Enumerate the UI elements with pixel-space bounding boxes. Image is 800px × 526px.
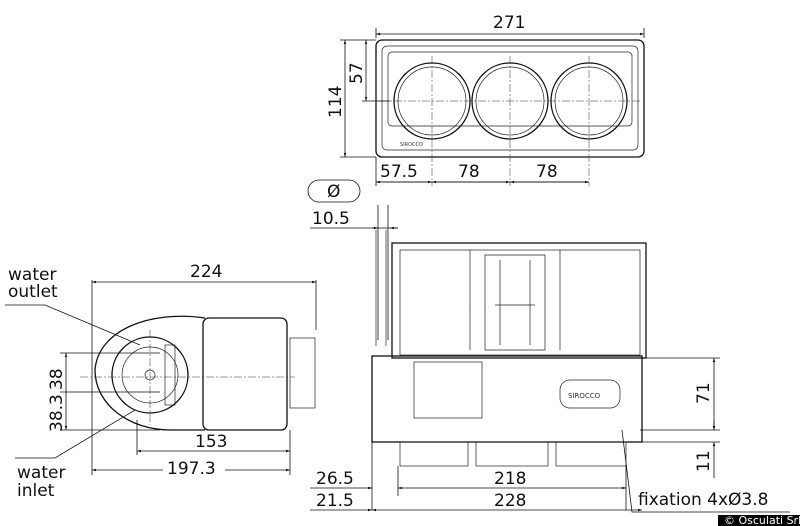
- front-logo: SIROCCO: [568, 392, 601, 400]
- water-outlet-label-1: water: [8, 265, 56, 285]
- pipe-detail: Ø 10.5: [307, 179, 398, 340]
- dim-half-height: 57: [347, 62, 367, 84]
- dim-11: 11: [694, 450, 714, 472]
- copyright: © Osculati Srl: [724, 514, 800, 526]
- dim-21-5: 21.5: [316, 491, 354, 511]
- dim-153: 153: [195, 432, 227, 452]
- dim-pitch-1: 78: [458, 162, 480, 182]
- dim-228: 228: [494, 491, 526, 511]
- dim-197-3: 197.3: [167, 459, 216, 479]
- fixation-label: fixation 4xØ3.8: [638, 490, 768, 510]
- dim-26-5: 26.5: [316, 469, 354, 489]
- dim-width: 271: [493, 13, 525, 33]
- dim-224: 224: [190, 262, 222, 282]
- brand-logo: SIROCCO: [400, 142, 423, 148]
- water-inlet-label-1: water: [17, 463, 65, 483]
- dim-38-3: 38.3: [47, 394, 67, 432]
- dim-height: 114: [326, 86, 346, 118]
- dim-218: 218: [494, 469, 526, 489]
- dim-pipe-offset: 10.5: [312, 209, 350, 229]
- dim-pitch-2: 78: [536, 162, 558, 182]
- water-inlet-label-2: inlet: [17, 481, 55, 501]
- dim-38: 38: [47, 368, 67, 390]
- dim-offset: 57.5: [380, 162, 418, 182]
- water-outlet-label-2: outlet: [8, 282, 58, 302]
- side-view: 224 38 38.3 153 197.3 water outlet water…: [5, 262, 317, 501]
- dim-71: 71: [694, 382, 714, 404]
- diameter-symbol: Ø: [327, 182, 340, 202]
- top-view: SIROCCO 271 114 57 57.5 78 78: [326, 13, 645, 186]
- front-view: SIROCCO 71 11 26.5 21.5 218 228 fixation…: [310, 230, 790, 513]
